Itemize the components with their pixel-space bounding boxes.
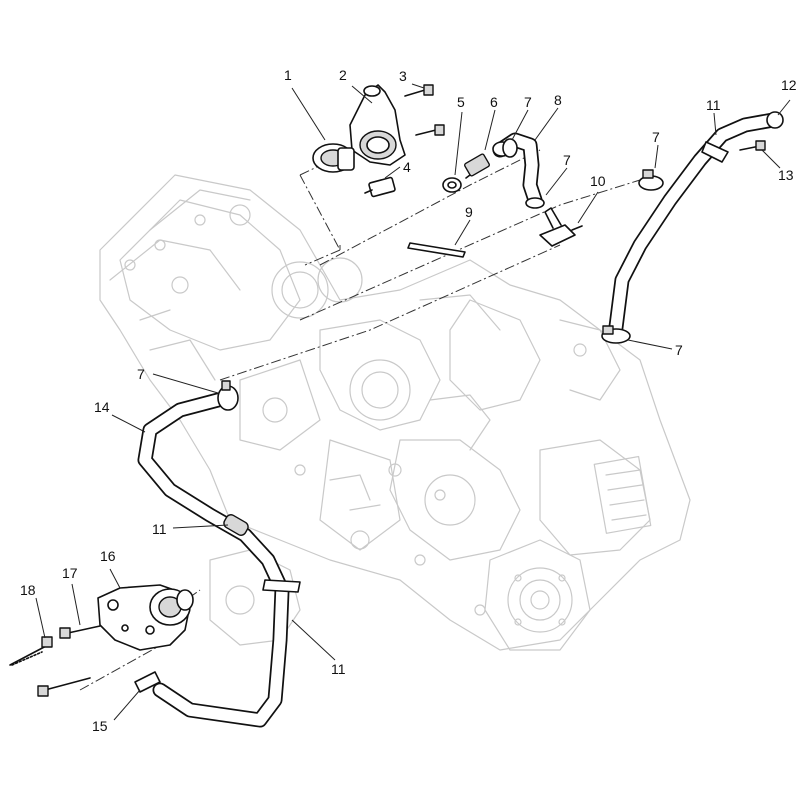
bolt-13 xyxy=(739,140,766,151)
bolt-18 xyxy=(9,636,53,666)
clamp-7-left xyxy=(217,380,239,411)
callout-12: 12 xyxy=(781,77,797,93)
washer-5 xyxy=(442,177,462,193)
callout-14: 14 xyxy=(94,399,110,415)
callout-18: 18 xyxy=(20,582,36,598)
tee-fitting-10 xyxy=(539,207,583,247)
sleeve-11-left xyxy=(223,514,249,536)
bolt-3-lower xyxy=(415,124,445,136)
callout-2: 2 xyxy=(339,67,347,83)
callout-7: 7 xyxy=(524,94,532,110)
clip-15 xyxy=(134,671,161,693)
callout-15: 15 xyxy=(92,718,108,734)
bolt-lower-long xyxy=(37,677,91,697)
callout-5: 5 xyxy=(457,94,465,110)
clamp-7-upper-right xyxy=(638,169,664,191)
callout-6: 6 xyxy=(490,94,498,110)
callout-8: 8 xyxy=(554,92,562,108)
sensor-4 xyxy=(364,176,396,198)
clamp-7-hose-bottom xyxy=(525,197,545,209)
water-pump-16 xyxy=(97,584,194,651)
callout-1: 1 xyxy=(284,67,292,83)
callout-numbers: 1 2 3 4 5 6 7 8 7 9 10 11 12 7 13 7 7 14… xyxy=(20,67,797,734)
callout-7: 7 xyxy=(563,152,571,168)
callout-7: 7 xyxy=(652,129,660,145)
callout-16: 16 xyxy=(100,548,116,564)
callout-11: 11 xyxy=(152,521,167,537)
bolt-3-upper xyxy=(404,84,434,97)
callout-11: 11 xyxy=(331,661,346,677)
callout-9: 9 xyxy=(465,204,473,220)
clamp-7-lower-right xyxy=(601,325,631,344)
callout-3: 3 xyxy=(399,68,407,84)
callout-7: 7 xyxy=(675,342,683,358)
tie-strap-9 xyxy=(407,242,466,258)
callout-11: 11 xyxy=(706,97,721,113)
callout-4: 4 xyxy=(403,159,411,175)
callout-17: 17 xyxy=(62,565,78,581)
pipe-12-upper-right xyxy=(607,111,784,343)
callout-10: 10 xyxy=(590,173,606,189)
callout-13: 13 xyxy=(778,167,794,183)
fitting-6 xyxy=(464,153,490,179)
bolt-17 xyxy=(59,625,101,639)
bracket-11-lower xyxy=(262,579,301,593)
thermostat-1 xyxy=(312,143,355,173)
thermostat-housing-2 xyxy=(349,84,406,166)
callout-leaders xyxy=(35,83,791,721)
pipe-14-lower-left xyxy=(137,392,290,728)
callout-7: 7 xyxy=(137,366,145,382)
clamp-7-hose-top xyxy=(502,138,518,158)
